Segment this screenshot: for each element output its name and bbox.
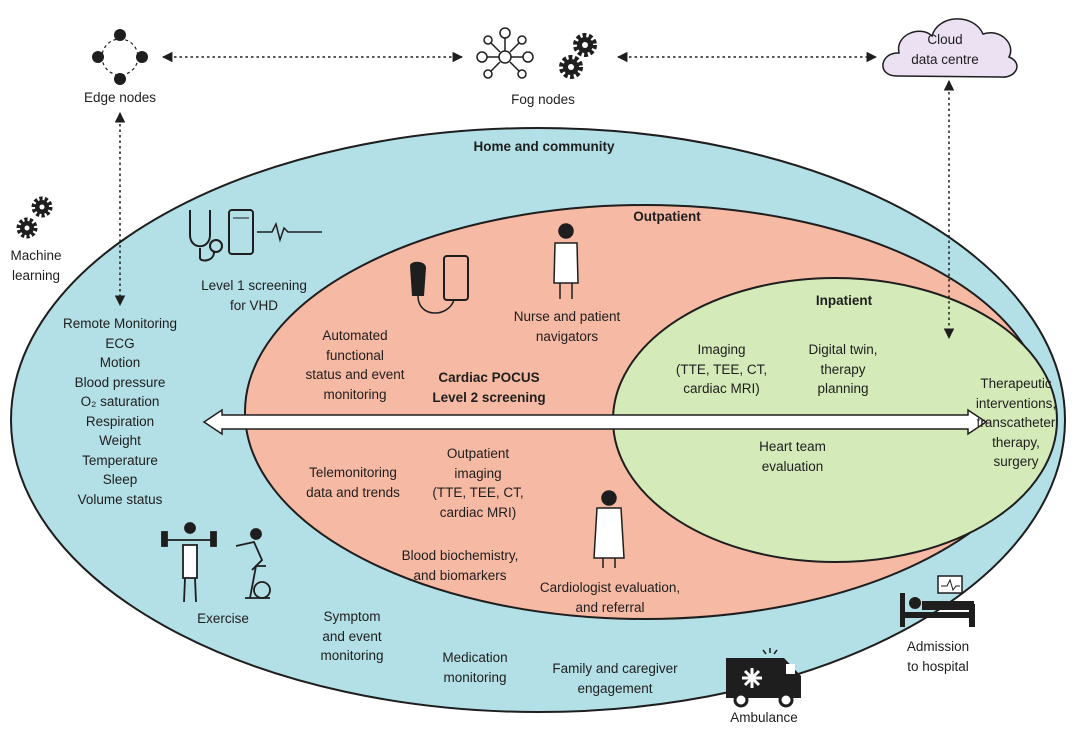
fog-network-icon <box>476 27 534 79</box>
machine-learning-label: Machine learning <box>10 248 62 283</box>
nurse-figure-icon <box>553 223 579 299</box>
cardiac-pocus-label: Cardiac POCUS Level 2 screening <box>432 370 546 405</box>
cloud-label: Cloud data centre <box>911 32 979 67</box>
edge-nodes-label: Edge nodes <box>83 90 157 105</box>
automated-monitoring-label: Automated functional status and event mo… <box>305 328 405 402</box>
telemonitoring-label: Telemonitoring data and trends <box>306 465 400 500</box>
fog-nodes-label: Fog nodes <box>511 92 575 107</box>
hospital-bed-icon <box>900 575 975 627</box>
monitoring-item: Temperature <box>82 452 158 468</box>
cardiologist-figure-icon <box>593 490 625 568</box>
care-continuum-arrow <box>202 408 988 436</box>
blood-biochemistry-label: Blood biochemistry, and biomarkers <box>401 548 519 583</box>
exercise-figures-icon <box>161 522 271 603</box>
monitoring-item: Blood pressure <box>74 374 166 390</box>
digital-twin-label: Digital twin, therapy planning <box>808 342 878 396</box>
inpatient-imaging-label: Imaging (TTE, TEE, CT, cardiac MRI) <box>675 342 768 396</box>
fog-gears-icon <box>559 33 597 79</box>
monitoring-item: O₂ saturation <box>80 394 160 409</box>
monitoring-item: Remote Monitoring <box>62 316 178 331</box>
admission-label: Admission to hospital <box>906 639 970 674</box>
edge-nodes-icon <box>92 29 148 85</box>
cardiologist-evaluation-label: Cardiologist evaluation, and referral <box>539 580 681 615</box>
nurse-navigators-label: Nurse and patient navigators <box>513 309 621 344</box>
ultrasound-probe-icon <box>410 255 469 314</box>
outpatient-zone-title: Outpatient <box>633 209 701 224</box>
family-engagement-label: Family and caregiver engagement <box>552 661 678 696</box>
exercise-label: Exercise <box>197 611 249 626</box>
home-zone-title: Home and community <box>473 139 615 154</box>
level1-screening-label: Level 1 screening for VHD <box>201 278 307 313</box>
monitoring-item: ECG <box>105 335 135 351</box>
monitoring-item: Weight <box>99 433 141 448</box>
monitoring-item: Respiration <box>85 413 155 429</box>
heart-team-label: Heart team evaluation <box>759 439 826 474</box>
outpatient-imaging-label: Outpatient imaging (TTE, TEE, CT, cardia… <box>432 446 524 520</box>
inpatient-zone-title: Inpatient <box>815 293 873 308</box>
symptom-monitoring-label: Symptom and event monitoring <box>320 609 384 663</box>
machine-learning-gears-icon <box>16 196 53 239</box>
ambulance-label: Ambulance <box>730 710 798 725</box>
monitoring-item: Sleep <box>102 472 138 487</box>
stethoscope-phone-ecg-icon <box>189 209 322 262</box>
monitoring-item: Volume status <box>77 491 163 507</box>
medication-monitoring-label: Medication monitoring <box>442 650 508 685</box>
monitoring-item: Motion <box>99 355 141 370</box>
remote-monitoring-list: Remote Monitoring ECG Motion Blood press… <box>45 314 195 509</box>
cloud-shape <box>882 18 1018 78</box>
ambulance-icon <box>726 648 801 708</box>
therapeutic-interventions-label: Therapeutic interventions, transcatheter… <box>975 376 1057 469</box>
